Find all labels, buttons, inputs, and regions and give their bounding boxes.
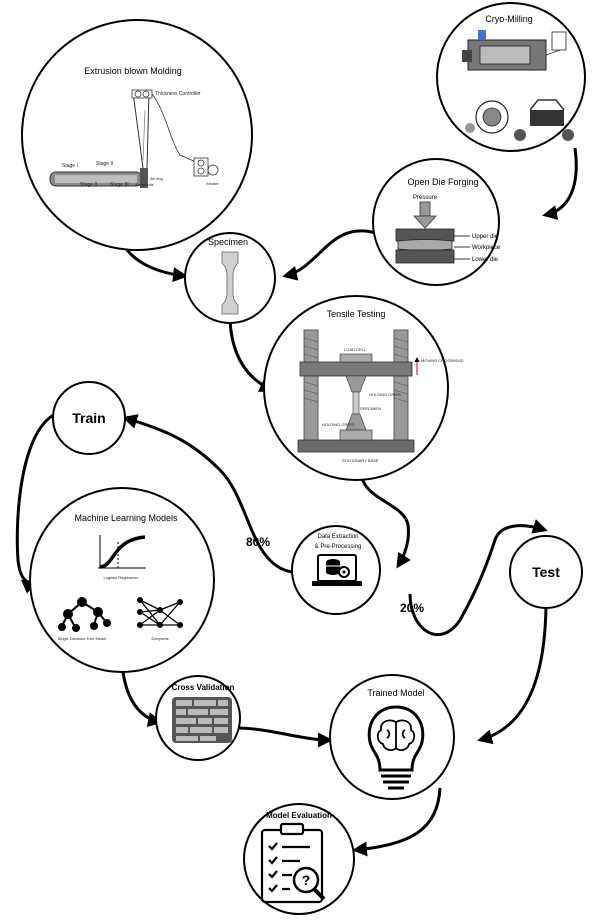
node-forging: Open Die Forging Pressure Upper die Work… [372,158,501,286]
forging-title: Open Die Forging [407,177,478,187]
arrow-tensile-to-data [360,477,411,569]
eval-title: Model Evaluation [266,811,332,820]
data-title-line1: Data Extraction [317,534,358,540]
ml-deepnets-label: Deepnets [151,636,168,641]
test-title: Test [532,564,560,580]
train-title: Train [72,410,105,426]
extrusion-label-6: Air ring [150,176,163,181]
node-trained: Trained Model [329,674,455,800]
extrusion-label-2: Stage II [96,161,113,167]
test-split-label: 20% [400,601,424,615]
tensile-grips-bottom-label: HOLDING GRIPS [322,422,354,427]
tensile-specimen-label: SPECIMEN [360,406,381,411]
extrusion-label-1: Stage I [62,163,78,169]
forging-workpiece-label: Workpiece [472,245,501,251]
forging-lower-label: Lower die [472,257,499,263]
node-data: Data Extraction & Pre-Processing [291,525,381,615]
node-specimen: Specimen [184,232,276,324]
cv-title: Cross Validation [172,683,235,692]
arrow-test-to-trained [477,606,548,745]
magnifier-question-icon: ? [292,866,326,901]
forging-upper-label: Upper die [472,234,499,240]
node-cryo: Cryo-Milling [436,2,586,152]
arrow-data-to-train [122,414,293,574]
tensile-loadcell-label: LOAD CELL [344,347,367,352]
node-ml: Machine Learning Models Logistic Regress… [29,487,215,673]
trained-title: Trained Model [367,688,424,698]
ml-tree-label: Single Decision Tree Model [58,636,107,641]
tensile-grips-top-label: HOLDING GRIPS [369,392,401,397]
arrow-cv-to-trained [235,726,333,748]
arrow-forging-to-specimen [282,229,377,281]
connector-arrows [15,147,578,857]
brain-icon [376,719,416,751]
train-split-label: 80% [246,535,270,549]
ml-title: Machine Learning Models [74,513,178,523]
extrusion-title: Extrusion blown Molding [84,66,182,76]
node-tensile: Tensile Testing LOAD CELL MOVING CROSSHE… [263,295,464,481]
database-gear-icon [326,559,350,578]
tensile-moving-label: MOVING CROSSHEAD [421,358,464,363]
cryo-title: Cryo-Milling [485,14,533,24]
svg-text:?: ? [302,872,311,888]
data-title-line2: & Pre-Processing [315,544,362,550]
deepnets-icon [139,599,181,626]
lightbulb-brain-icon [367,705,425,790]
specimen-title: Specimen [208,237,248,247]
node-extrusion: Extrusion blown Molding Thickness Contro… [21,19,253,251]
arrow-train-to-ml [15,410,61,594]
node-train: Train [52,381,126,455]
extrusion-label-7: Winder [206,181,219,186]
arrow-data-to-test [408,519,548,637]
forging-pressure-label: Pressure [413,195,438,201]
node-cv: Cross Validation [155,675,241,761]
ml-logreg-label: Logistic Regression [104,575,139,580]
extrusion-label-3: Stage III [110,182,129,188]
tensile-base-label: STATIONARY BASE [342,458,379,463]
extrusion-label-4: Stage II [80,182,97,188]
clipboard-checklist-icon [260,822,324,904]
node-test: Test [509,535,583,609]
node-eval: Model Evaluation ? [243,803,355,915]
tensile-title: Tensile Testing [327,309,386,319]
extrusion-label-0: Thickness Controller [155,91,201,97]
extrusion-label-5: Air spindle [135,182,154,187]
arrow-trained-to-eval [352,787,442,857]
arrow-cryo-to-forging [542,147,578,220]
fold-grid-icon [172,697,232,743]
